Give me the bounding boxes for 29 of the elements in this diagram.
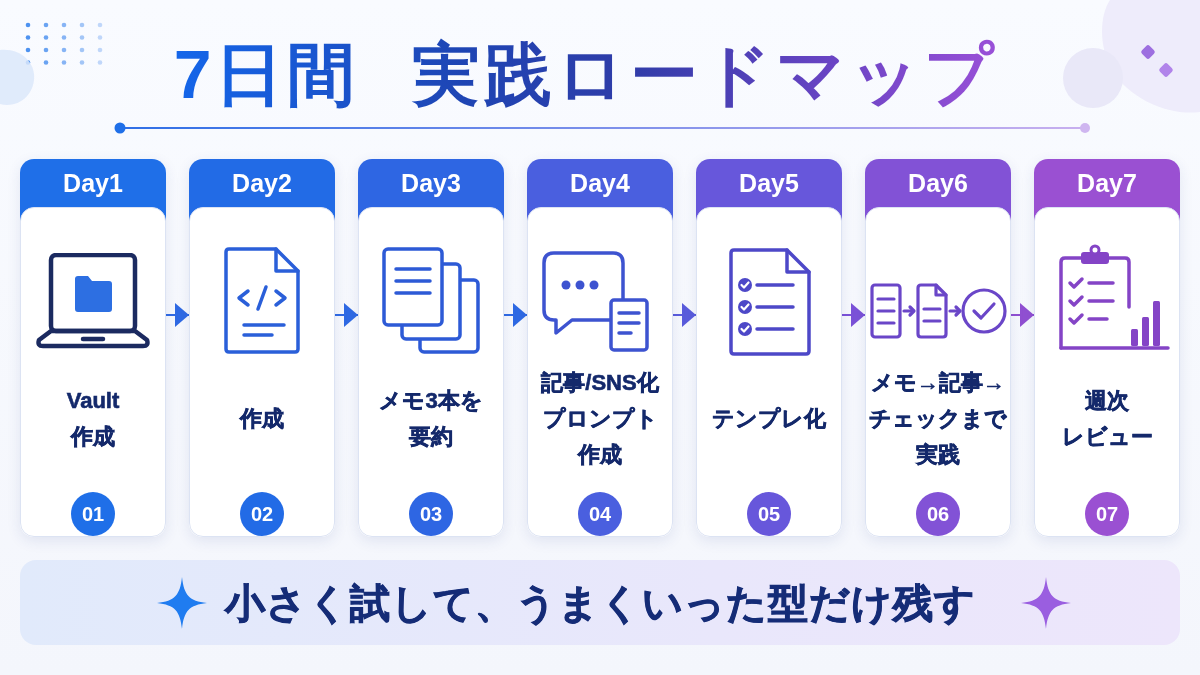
step-text: テンプレ化 bbox=[711, 405, 827, 433]
day-card bbox=[527, 159, 673, 537]
step-text: 作成 bbox=[238, 405, 285, 433]
day-card bbox=[865, 159, 1011, 537]
step-text: メモ3本を要約 bbox=[378, 387, 484, 451]
step-text: 記事/SNS化プロンプト作成 bbox=[540, 369, 660, 469]
step-text: Vault作成 bbox=[65, 387, 121, 451]
day-label: Day3 bbox=[401, 168, 461, 198]
arrow bbox=[672, 303, 697, 327]
arrow bbox=[503, 303, 528, 327]
step-text: 週次レビュー bbox=[1060, 387, 1154, 451]
day-label: Day4 bbox=[570, 168, 630, 198]
day-label: Day2 bbox=[232, 168, 292, 198]
day-card bbox=[189, 159, 335, 537]
day-card bbox=[20, 159, 166, 537]
day-card bbox=[1034, 159, 1180, 537]
day-label: Day7 bbox=[1077, 168, 1137, 198]
day-card bbox=[358, 159, 504, 537]
day-card bbox=[696, 159, 842, 537]
motto-banner bbox=[20, 560, 1180, 645]
motto-text: 小さく試して、うまくいった型だけ残す bbox=[224, 579, 976, 627]
step-text: メモ→記事→チェックまで実践 bbox=[868, 369, 1008, 469]
day-label: Day5 bbox=[739, 168, 799, 198]
arrow bbox=[334, 303, 359, 327]
day-label: Day1 bbox=[63, 168, 123, 198]
arrow bbox=[841, 303, 866, 327]
arrow bbox=[165, 303, 190, 327]
arrow bbox=[1010, 303, 1035, 327]
day-label: Day6 bbox=[908, 168, 968, 198]
